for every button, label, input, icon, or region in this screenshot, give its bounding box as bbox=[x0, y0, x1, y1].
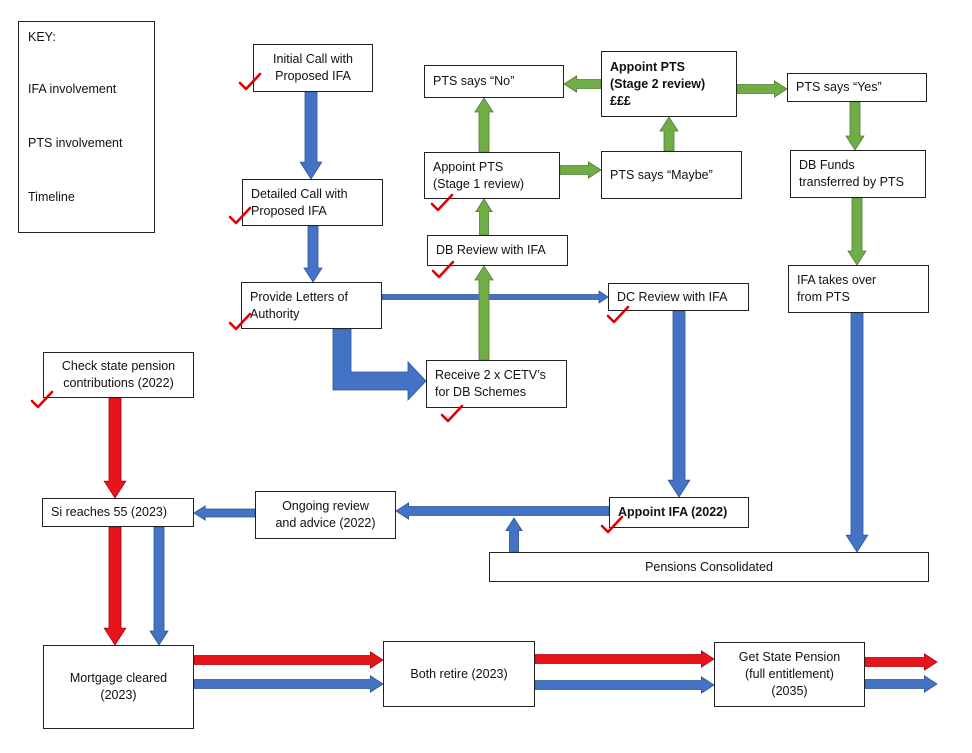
arrow-ongoing-to-si-55 bbox=[193, 505, 256, 521]
appoint-pts-stage2-box: Appoint PTS (Stage 2 review) £££ bbox=[601, 51, 737, 117]
db-funds-transferred-box: DB Funds transferred by PTS bbox=[790, 150, 926, 198]
arrow-ifa-takes-over-to-consolidated bbox=[845, 312, 869, 553]
key-box bbox=[18, 21, 155, 233]
ongoing-review-text: Ongoing review and advice (2022) bbox=[275, 499, 376, 530]
pts-maybe-box: PTS says “Maybe” bbox=[601, 151, 742, 199]
arrow-db-review-to-stage1 bbox=[475, 198, 493, 236]
tick-icon bbox=[238, 72, 262, 91]
pensions-consolidated-box: Pensions Consolidated bbox=[489, 552, 929, 582]
pts-yes-box: PTS says “Yes” bbox=[787, 73, 927, 102]
arrow-stage2-to-yes bbox=[736, 80, 788, 98]
key-label-timeline: Timeline bbox=[28, 190, 75, 204]
appoint-ifa-box: Appoint IFA (2022) bbox=[609, 497, 749, 528]
pts-no-box: PTS says “No” bbox=[424, 65, 564, 98]
appoint-pts-stage1-box: Appoint PTS (Stage 1 review) bbox=[424, 152, 560, 199]
arrow-dc-review-to-appoint-ifa bbox=[667, 310, 691, 498]
arrow-si-55-to-mortgage-ifa bbox=[149, 526, 169, 646]
arrow-retire-to-state-pension-ifa bbox=[534, 676, 715, 694]
arrow-initial-to-detailed bbox=[299, 91, 323, 180]
dc-review-box: DC Review with IFA bbox=[608, 283, 749, 311]
arrow-appoint-ifa-to-ongoing bbox=[395, 502, 610, 520]
key-label-ifa: IFA involvement bbox=[28, 82, 117, 96]
both-retire-box: Both retire (2023) bbox=[383, 641, 535, 707]
arrow-stage1-to-no bbox=[474, 97, 494, 153]
ongoing-review-box: Ongoing review and advice (2022) bbox=[255, 491, 396, 539]
tick-icon bbox=[228, 206, 252, 225]
arrow-state-pension-onward bbox=[864, 653, 938, 671]
receive-cetv-box: Receive 2 x CETV’s for DB Schemes bbox=[426, 360, 567, 408]
db-review-box: DB Review with IFA bbox=[427, 235, 568, 266]
si-reaches-55-box: Si reaches 55 (2023) bbox=[42, 498, 194, 527]
tick-icon bbox=[600, 515, 624, 534]
arrow-maybe-to-stage2 bbox=[659, 116, 679, 152]
arrow-stage1-to-maybe bbox=[559, 161, 602, 179]
arrow-state-pension-onward-ifa bbox=[864, 675, 938, 693]
arrow-yes-to-db-funds bbox=[845, 101, 865, 151]
detailed-call-box: Detailed Call with Proposed IFA bbox=[242, 179, 383, 226]
key-title: KEY: bbox=[28, 30, 56, 44]
arrow-si-55-to-mortgage bbox=[103, 526, 127, 646]
key-label-pts: PTS involvement bbox=[28, 136, 123, 150]
arrow-stage2-to-no bbox=[563, 75, 602, 93]
arrow-letters-to-cetv bbox=[332, 328, 427, 402]
arrow-cetv-to-db-review bbox=[474, 265, 494, 361]
tick-icon bbox=[30, 390, 54, 409]
arrow-db-funds-to-ifa-takes-over bbox=[847, 197, 867, 266]
mortgage-cleared-box: Mortgage cleared (2023) bbox=[43, 645, 194, 729]
check-state-pension-box: Check state pension contributions (2022) bbox=[43, 352, 194, 398]
tick-icon bbox=[606, 305, 630, 324]
tick-icon bbox=[431, 260, 455, 279]
arrow-consolidated-up bbox=[505, 517, 523, 553]
ifa-takes-over-box: IFA takes over from PTS bbox=[788, 265, 929, 313]
arrow-retire-to-state-pension bbox=[534, 650, 715, 668]
tick-icon bbox=[440, 404, 464, 423]
arrow-detailed-to-letters bbox=[303, 225, 323, 283]
arrow-check-pension-to-si-55 bbox=[103, 397, 127, 499]
tick-icon bbox=[430, 193, 454, 212]
arrow-letters-to-dc-review bbox=[381, 290, 609, 304]
get-state-pension-box: Get State Pension (full entitlement) (20… bbox=[714, 642, 865, 707]
arrow-mortgage-to-retire-ifa bbox=[193, 675, 384, 693]
tick-icon bbox=[228, 312, 252, 331]
letters-of-authority-box: Provide Letters of Authority bbox=[241, 282, 382, 329]
arrow-mortgage-to-retire bbox=[193, 651, 384, 669]
initial-call-box: Initial Call with Proposed IFA bbox=[253, 44, 373, 92]
